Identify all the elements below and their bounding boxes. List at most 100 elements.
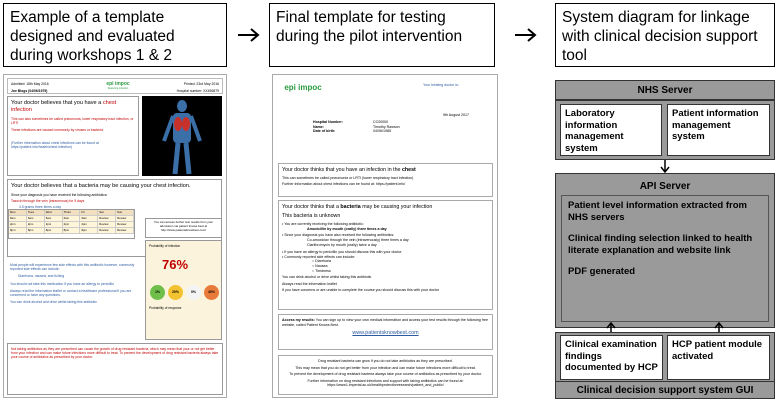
text: If you have concerns or are unable to co…: [282, 288, 440, 293]
patient-information-system-box: Patient information management system: [667, 104, 770, 156]
patient-header: Admitted: 18th May 2016 Printed: 23rd Ma…: [7, 78, 223, 94]
right-arrow-icon: [515, 28, 537, 42]
admitted-date: Admitted: 18th May 2016: [11, 82, 49, 86]
text: • Commonly reported side effects can inc…: [282, 254, 356, 259]
text: Further information about chest infectio…: [282, 182, 406, 187]
printed-date: Printed: 23rd May 2016: [183, 82, 219, 86]
table-cell: 2pm: [44, 222, 63, 228]
example-template-document: Admitted: 18th May 2016 Printed: 23rd Ma…: [3, 74, 227, 398]
side-effects-section: Most people will experience few side eff…: [7, 260, 142, 340]
text: Always read the information leaflet: [282, 281, 337, 286]
text: Clinical finding selection linked to hea…: [568, 233, 753, 256]
text: Probability of infection: [149, 244, 181, 248]
table-cell: Mon: [9, 210, 27, 216]
text: Always read the information leaflet or c…: [10, 288, 132, 298]
drug-resistance-footer: Drug resistant bacteria can grow if you …: [278, 355, 493, 395]
laboratory-system-box: Laboratory information management system: [560, 104, 662, 156]
text: 4.5 grams three times a day: [19, 205, 62, 210]
text: Since your diagnosis you have received t…: [11, 193, 108, 197]
table-cell: Sun: [116, 210, 135, 216]
table-cell: 2pm: [9, 222, 27, 228]
drug-resistance-footer: Not taking antibiotics as they are presc…: [7, 343, 223, 395]
text: You should not take this medication if y…: [10, 281, 114, 286]
patient-details: Hospital Number:CC00000 Name:Timothy Raw…: [313, 120, 473, 134]
table-cell: Review: [98, 228, 117, 234]
section-title: Your doctor believes that you have a che…: [11, 100, 117, 113]
text: Patient level information extracted from…: [568, 200, 747, 223]
detail-row: Name:Timothy Rawson: [313, 124, 400, 129]
table-cell: 2pm: [26, 222, 45, 228]
gui-label: Clinical decision support system GUI: [555, 382, 775, 399]
treating-doctor: Your treating doctor is:: [423, 83, 459, 87]
section-title: Your doctor believes that a bacteria may…: [11, 183, 191, 189]
header-example-template: Example of a template designed and evalu…: [3, 3, 227, 67]
probability-circles: 1% 20% 0% 40%: [150, 285, 219, 300]
epi-impoc-logo: epi impoc Reducing infection: [106, 81, 130, 90]
probability-cell: 0%: [186, 285, 201, 300]
detail-row: Date of birth:04/06/1985: [313, 129, 391, 134]
text: • You are currently receiving the follow…: [282, 222, 364, 227]
table-cell: Review: [98, 222, 117, 228]
list-item: ○ Diarrhoea: [312, 259, 331, 264]
body-lungs-image: [142, 96, 222, 176]
table-cell: Review: [116, 216, 135, 222]
text: You can drink alcohol or drive whilst ta…: [282, 275, 372, 280]
patient-name: Joe Blogs (04/06/1975): [11, 89, 48, 93]
text: Amoxicillin by mouth (orally) three time…: [307, 226, 387, 231]
text: You can drink alcohol and drive whilst t…: [10, 300, 97, 305]
table-cell: 2pm: [62, 222, 81, 228]
text: Probability of response: [149, 306, 182, 310]
hospital-number: Hospital number: XX456879: [176, 89, 219, 93]
text: Not taking antibiotics as they are presc…: [11, 347, 219, 360]
table-cell: Sat: [98, 210, 117, 216]
text: This may mean that you do not get better…: [295, 365, 476, 370]
text: Most people will experience few side eff…: [10, 263, 135, 272]
header-final-template: Final template for testing during the pi…: [269, 3, 495, 67]
chest-infection-section: Your doctor thinks that you have an infe…: [278, 163, 493, 197]
epi-impoc-logo: epi impoc: [284, 83, 322, 92]
text: Diarrhoea, nausea, and itching: [18, 274, 65, 279]
chest-infection-section: Your doctor believes that you have a che…: [7, 96, 139, 176]
table-cell: 8pm: [62, 228, 81, 234]
text: These infections are caused commonly by …: [11, 128, 103, 133]
text: Access my results: You can sign up to vi…: [282, 318, 488, 327]
api-server-label: API Server: [639, 181, 691, 192]
list-item: ○ Tiredness: [312, 268, 331, 273]
text: • If you have an allergy to penicillin y…: [282, 250, 402, 255]
table-cell: 8pm: [80, 228, 99, 234]
right-arrow-icon: [238, 28, 260, 42]
text: This can sometimes be called pneumonia o…: [282, 175, 414, 180]
api-server-process-box: Patient level information extracted from…: [561, 195, 769, 322]
text: • Since your diagnosis you have also rec…: [282, 233, 395, 238]
table-cell: 6am: [80, 216, 99, 222]
probability-cell: 1%: [150, 285, 165, 300]
table-cell: 6am: [9, 216, 27, 222]
table-cell: Fri: [80, 210, 99, 216]
results-link-box: You can access further test results from…: [145, 218, 222, 238]
table-cell: 6am: [26, 216, 45, 222]
text: Clarithromycin by mouth (orally) twice a…: [307, 242, 377, 247]
text: To prevent the development of drug resis…: [289, 372, 482, 377]
header-system-diagram: System diagram for linkage with clinical…: [555, 3, 775, 67]
letter-date: 9th August 2017: [443, 113, 469, 117]
text: PDF generated: [568, 266, 636, 277]
table-cell: 2pm: [80, 222, 99, 228]
probability-cell: 20%: [168, 285, 183, 300]
patients-know-best-link[interactable]: www.patientsknowbest.com: [352, 330, 419, 337]
text: This can also sometimes be called pneumo…: [11, 117, 134, 126]
probability-cell: 40%: [204, 285, 219, 300]
hcp-module-box: HCP patient module activated: [667, 335, 770, 380]
table-cell: 8pm: [44, 228, 63, 234]
table-cell: Wed: [44, 210, 63, 216]
text: Drug resistant bacteria can grow if you …: [318, 359, 453, 363]
clinical-findings-box: Clinical examination findings documented…: [560, 335, 663, 380]
final-template-document: epi impoc Your treating doctor is: 9th A…: [272, 74, 498, 398]
text: Further information on drug resistant in…: [307, 378, 464, 388]
table-cell: Tues: [26, 210, 45, 216]
detail-row: Hospital Number:CC00000: [313, 120, 389, 124]
list-item: ○ Nausea: [312, 263, 328, 268]
bacteria-section: Your doctor thinks that a bacteria may b…: [278, 200, 493, 310]
